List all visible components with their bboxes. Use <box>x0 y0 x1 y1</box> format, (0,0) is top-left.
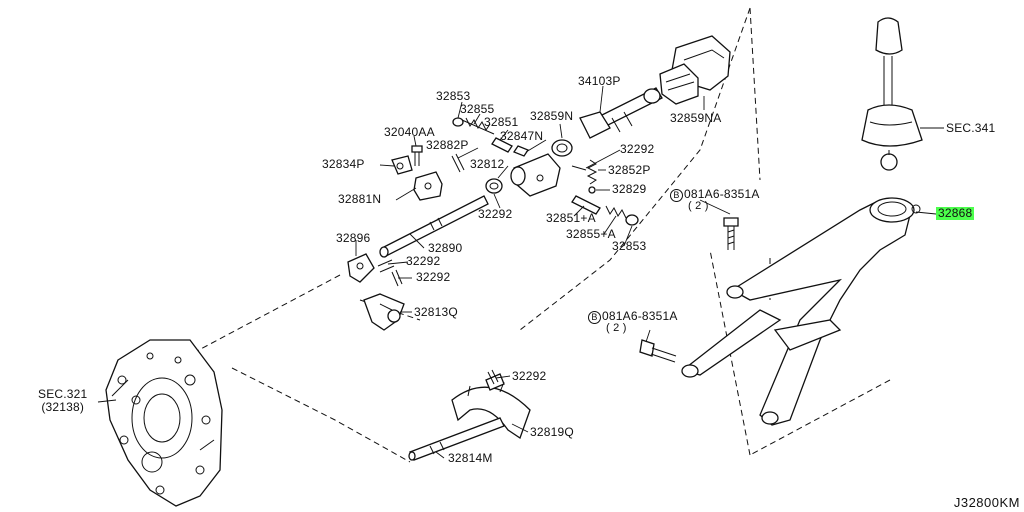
bolt-b-circle-icon: B <box>670 189 683 202</box>
pin-icon <box>487 369 499 385</box>
label-32292-b: 32292 <box>478 207 513 221</box>
reference-dash-line <box>749 379 891 456</box>
shift-rod-icon <box>579 87 663 139</box>
label-bolt-qty-upper: ( 2 ) <box>688 200 709 212</box>
collar-icon <box>485 178 503 194</box>
label-32819Q: 32819Q <box>530 425 574 439</box>
label-32881N: 32881N <box>338 192 382 206</box>
label-bolt-qty-lower: ( 2 ) <box>606 322 627 334</box>
label-32847N: 32847N <box>500 129 544 143</box>
plug-icon <box>571 195 601 215</box>
label-sec-321: SEC.321(32138) <box>38 387 88 414</box>
shift-lever-icon <box>347 253 375 283</box>
label-32851-plus-a: 32851+A <box>546 211 596 225</box>
label-32834P: 32834P <box>322 157 365 171</box>
label-32814M: 32814M <box>448 451 493 465</box>
label-32292-e: 32292 <box>512 369 547 383</box>
shift-rod-lower-icon <box>408 417 505 461</box>
bolt-b-circle-icon: B <box>588 311 601 324</box>
label-32829: 32829 <box>612 182 647 196</box>
label-32896: 32896 <box>336 231 371 245</box>
shift-block-icon <box>510 153 561 197</box>
label-32292-a: 32292 <box>620 142 655 156</box>
ball-icon <box>588 186 596 194</box>
label-32890: 32890 <box>428 241 463 255</box>
diagram-code: J32800KM <box>953 495 1020 510</box>
spring-icon <box>586 159 598 185</box>
bolt-icon <box>723 217 739 250</box>
pin-icon <box>571 165 587 171</box>
label-32292-c: 32292 <box>406 254 441 268</box>
shift-fork-small-icon <box>363 293 405 331</box>
bolt-icon <box>411 145 423 166</box>
label-32853-top: 32853 <box>436 89 471 103</box>
pin-icon <box>391 269 403 287</box>
label-32040AA: 32040AA <box>384 125 435 139</box>
label-32859NA: 32859NA <box>670 111 722 125</box>
pin-icon <box>513 145 529 157</box>
leader-lines <box>97 85 944 459</box>
reference-dash-line <box>231 367 411 463</box>
switch-icon <box>391 155 413 175</box>
plug-icon <box>452 117 464 127</box>
bolt-icon <box>639 339 677 363</box>
label-32292-d: 32292 <box>416 270 451 284</box>
reference-dash-line <box>749 7 761 181</box>
shift-shaft-icon <box>379 195 489 258</box>
spring-icon <box>461 117 495 135</box>
label-32882P: 32882P <box>426 138 469 152</box>
shift-boot-icon <box>659 35 731 105</box>
label-32855-top: 32855 <box>460 102 495 116</box>
label-32851-top: 32851 <box>484 115 519 129</box>
label-32859N: 32859N <box>530 109 574 123</box>
label-32853-bottom: 32853 <box>612 239 647 253</box>
bushing-icon <box>551 139 573 157</box>
plug-icon <box>625 214 639 226</box>
shift-knob-icon <box>861 17 923 171</box>
pin-icon <box>491 137 513 153</box>
shift-lever-bracket-icon <box>681 197 921 426</box>
label-32868-highlighted[interactable]: 32868 <box>936 206 975 220</box>
reference-dash-line <box>179 274 341 361</box>
label-32812: 32812 <box>470 157 505 171</box>
label-34103P: 34103P <box>578 74 621 88</box>
spring-icon <box>605 205 627 219</box>
pin-icon <box>377 259 395 273</box>
bracket-icon <box>413 171 443 201</box>
label-32855-plus-a: 32855+A <box>566 227 616 241</box>
label-32852P: 32852P <box>608 163 651 177</box>
label-32813Q: 32813Q <box>414 305 458 319</box>
pin-icon <box>451 153 465 173</box>
transmission-case-icon <box>105 339 223 507</box>
label-sec-341: SEC.341 <box>946 121 996 135</box>
